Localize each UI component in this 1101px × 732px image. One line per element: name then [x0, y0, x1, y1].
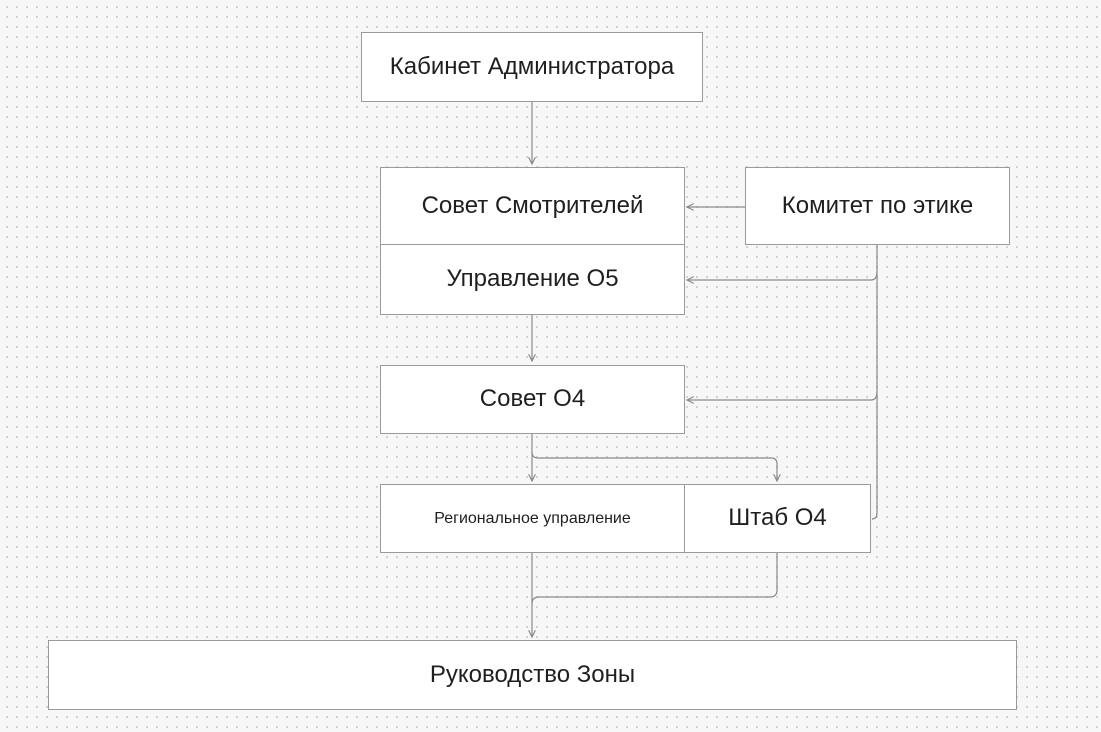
- node-label: Штаб O4: [728, 504, 827, 532]
- node-label: Управление O5: [446, 265, 619, 293]
- edge-headquarters-to-zone: [531, 553, 778, 605]
- edge-o4-council-to-headquarters: [531, 451, 777, 481]
- node-admin-cabinet[interactable]: Кабинет Администратора: [361, 32, 703, 102]
- node-ethics-committee[interactable]: Комитет по этике: [745, 167, 1010, 245]
- node-label: Совет Смотрителей: [421, 191, 644, 219]
- node-zone-leadership[interactable]: Руководство Зоны: [48, 640, 1017, 710]
- node-regional-command[interactable]: Региональное управление: [380, 484, 685, 553]
- edge-ethics-to-o4-council: [687, 391, 878, 400]
- edge-ethics-to-o5: [687, 271, 878, 280]
- node-overseer-council[interactable]: Совет Смотрителей: [380, 167, 685, 245]
- node-label: Комитет по этике: [781, 191, 974, 219]
- node-label: Кабинет Администратора: [389, 52, 675, 80]
- node-o4-council[interactable]: Совет O4: [380, 365, 685, 434]
- node-label: Руководство Зоны: [429, 660, 636, 688]
- node-label: Региональное управление: [434, 509, 631, 527]
- node-o4-headquarters[interactable]: Штаб O4: [684, 484, 871, 553]
- node-o5-command[interactable]: Управление O5: [380, 244, 685, 315]
- node-label: Совет O4: [479, 385, 586, 413]
- edge-ethics-trunk: [871, 245, 878, 520]
